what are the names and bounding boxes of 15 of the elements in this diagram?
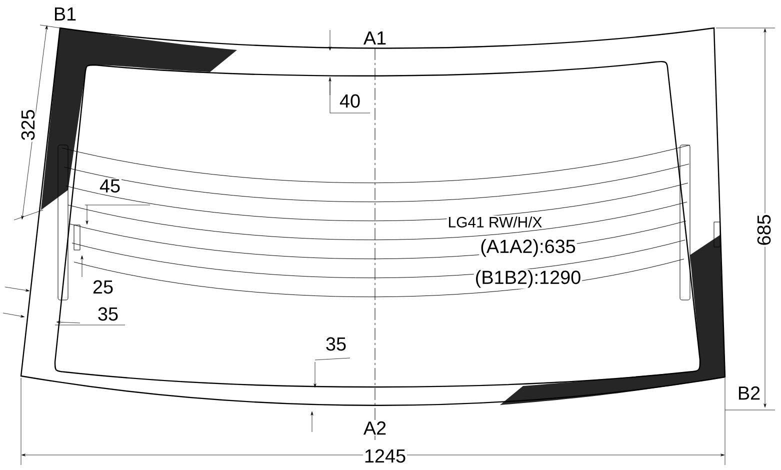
dimension-label: 685 (756, 213, 772, 247)
dimension-label: 40 (338, 93, 362, 109)
point-label: B2 (736, 385, 762, 401)
dimension-label: 35 (324, 336, 348, 352)
point-label: A1 (362, 30, 388, 46)
point-label: B1 (52, 6, 78, 22)
point-label: A2 (362, 420, 388, 436)
dimension-label: (A1A2):635 (479, 238, 577, 258)
dimension-label: 35 (96, 306, 120, 322)
part-code: LG41 RW/H/X (446, 216, 544, 228)
dimension-label: 1245 (362, 448, 408, 464)
dimension-label: 45 (98, 178, 122, 194)
dimension-label: 325 (20, 108, 36, 142)
dimension-label: 25 (91, 279, 115, 295)
dimension-label: (B1B2):1290 (474, 269, 582, 289)
